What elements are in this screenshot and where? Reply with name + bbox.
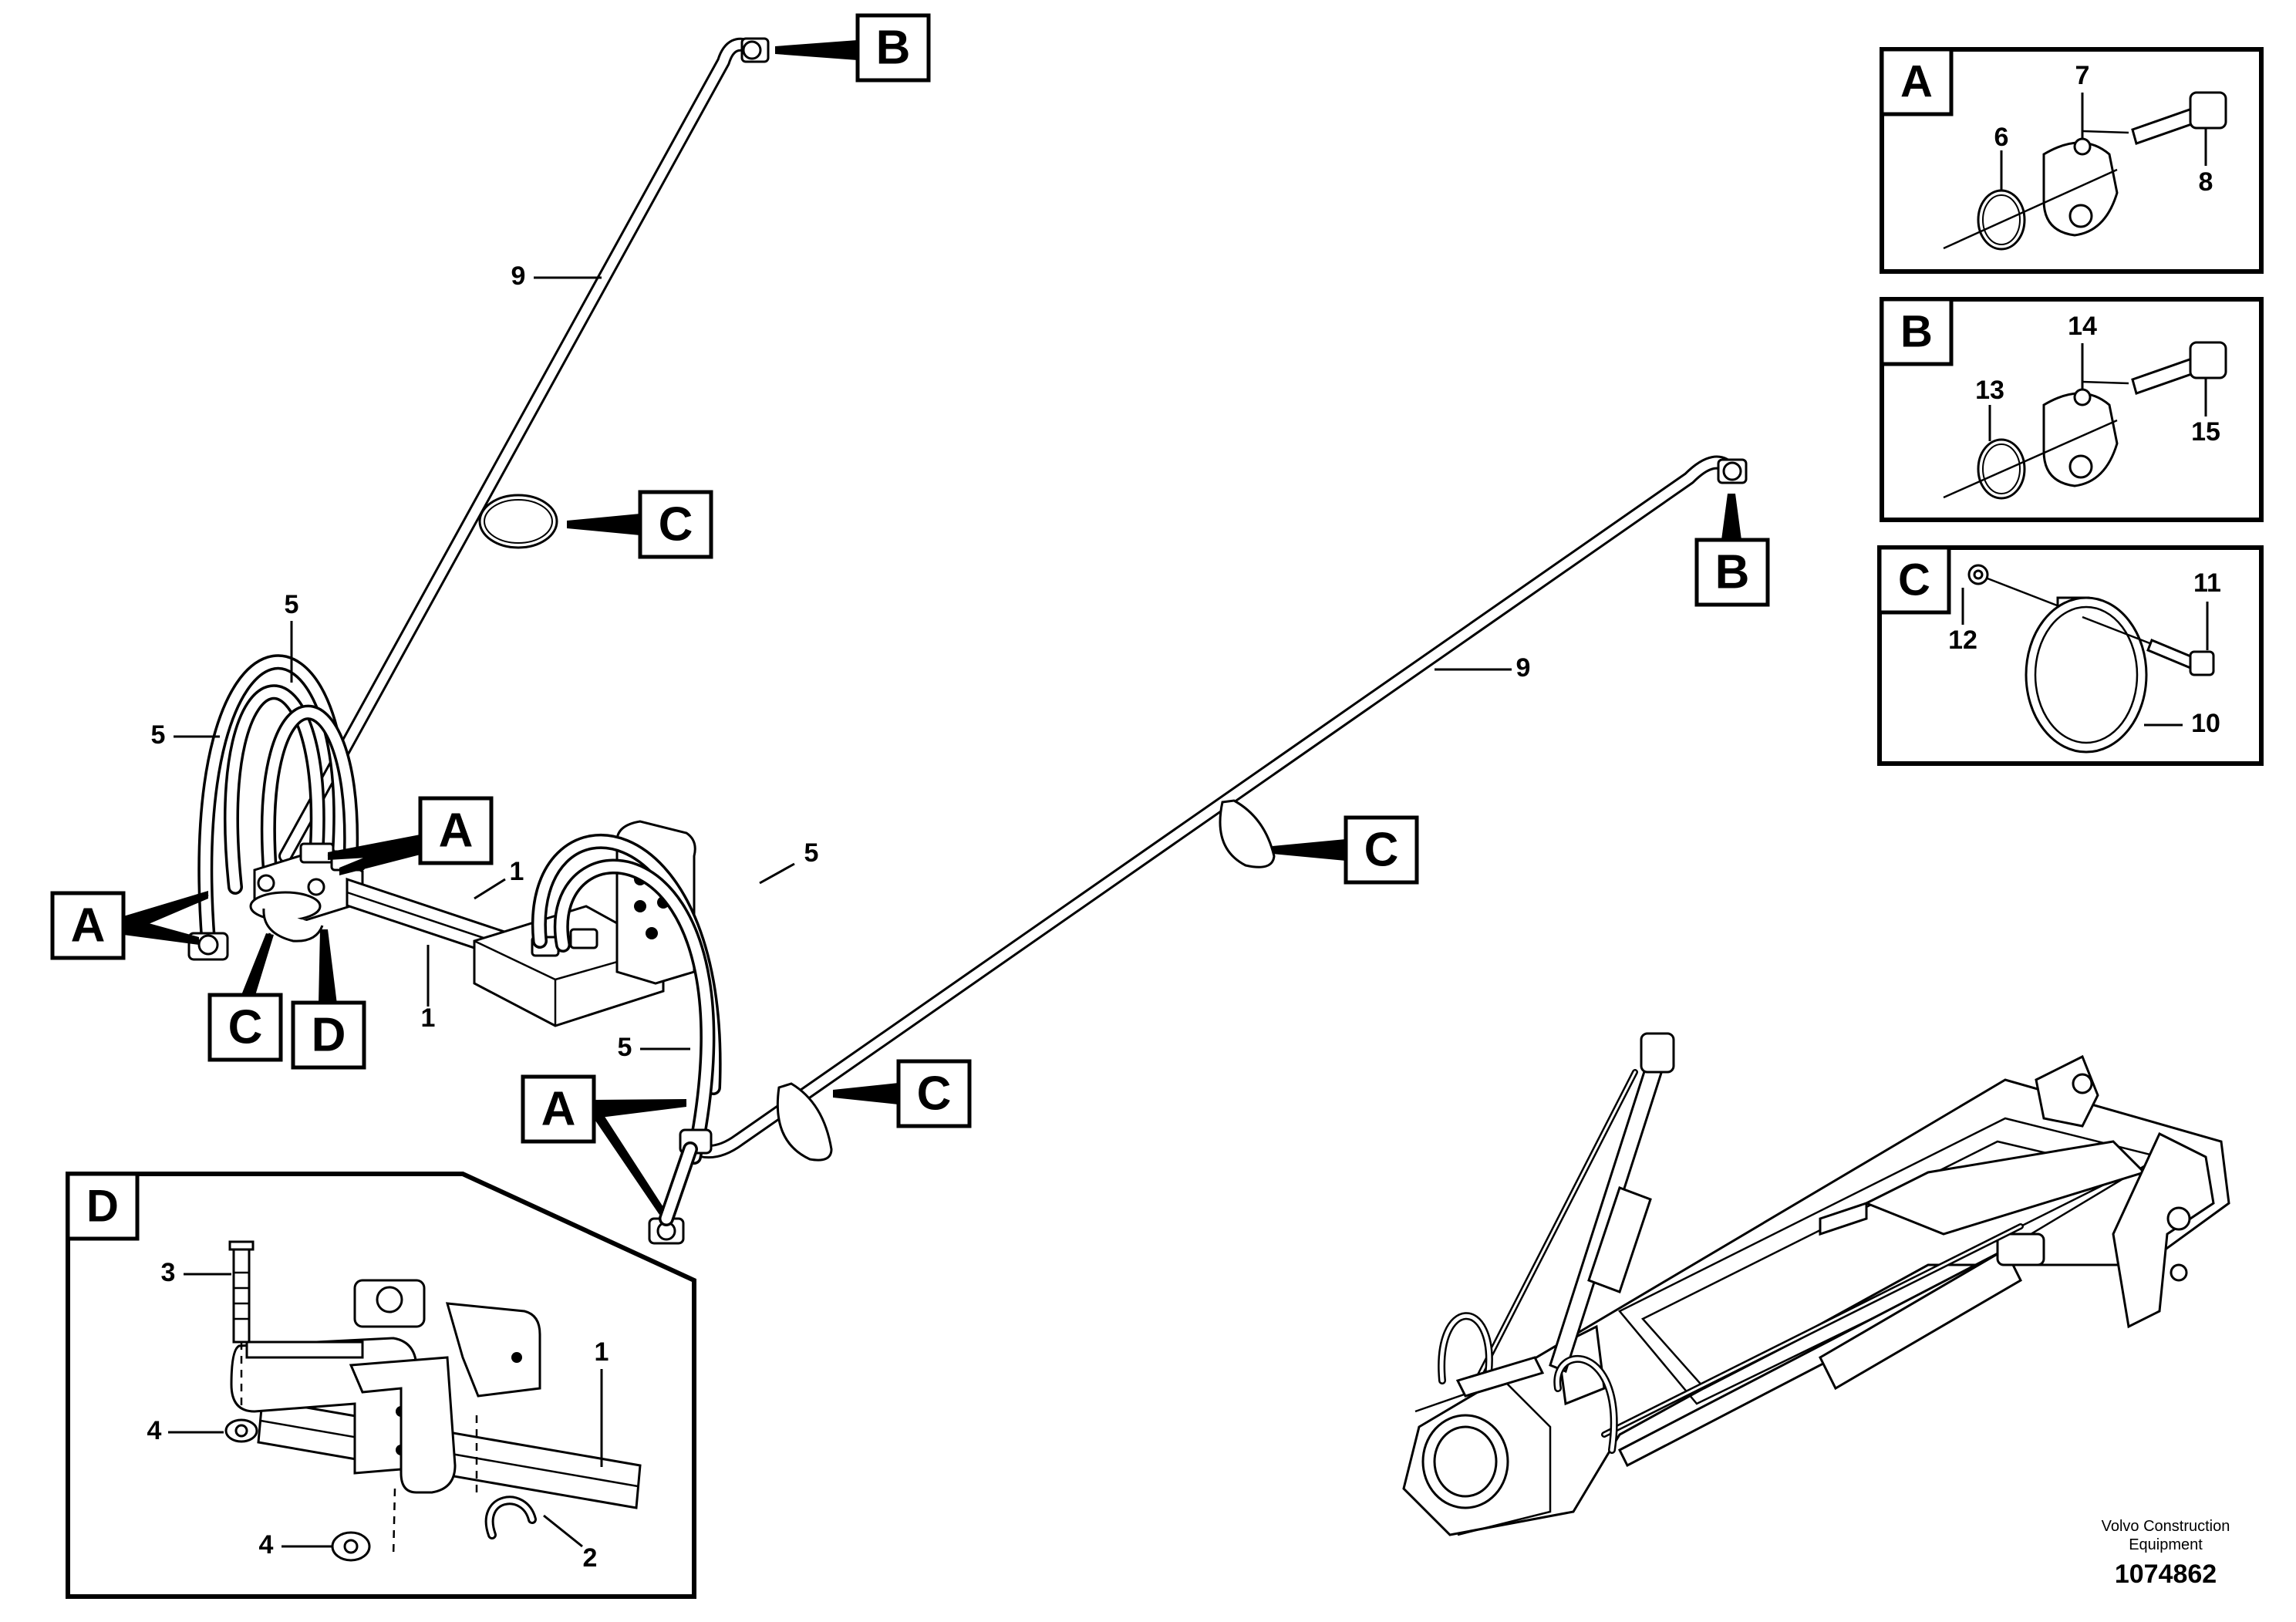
panel-letter: A [1900,57,1933,107]
part-number-5-right: 5 [804,838,819,868]
label-11: 11 [2193,568,2221,598]
callout-a-middle: A [418,796,494,865]
part-number-9-top: 9 [511,261,526,291]
right-hoses [531,834,722,1245]
o-ring-6 [1977,189,2026,251]
callout-a-left: A [50,891,126,960]
panel-letter: C [1898,555,1930,605]
label-13: 13 [1975,376,2004,405]
part-number-labels: 9 9 5 5 5 5 1 1 [151,261,1531,1062]
clamp-upper [478,494,558,549]
hose-end-fitting [648,1128,713,1245]
panel-letter: D [86,1182,119,1232]
pipe-end-fitting [1717,458,1748,484]
label-14: 14 [2068,312,2097,341]
label-1: 1 [595,1337,609,1367]
valve-block [249,842,366,926]
part-number-1-lower: 1 [421,1003,436,1033]
left-hoses [187,654,359,961]
label-12: 12 [1948,626,1977,655]
callout-c-bottom: C [896,1059,972,1128]
callout-b-right: B [1694,538,1770,607]
callout-letter: C [917,1067,952,1121]
label-6: 6 [1994,123,2009,152]
callout-letter: A [439,804,474,858]
drawing-number: 1074862 [2115,1560,2217,1589]
clamp-left-lower [262,908,324,943]
label-10: 10 [2191,709,2220,738]
o-ring-13 [1977,438,2026,500]
part-number-5-left: 5 [151,720,166,750]
label-8: 8 [2199,167,2213,197]
label-7: 7 [2075,61,2090,90]
callout-c-left: C [207,993,283,1062]
callout-letter: A [71,899,106,953]
panel-letter: B [1900,307,1933,357]
pipe-end-fitting [740,37,770,63]
detail-panel-c: C 12 11 10 [1877,545,2264,766]
label-4-lower: 4 [259,1530,274,1560]
label-3: 3 [161,1258,176,1287]
callout-letter: C [228,1001,263,1054]
clamp-right-middle [1219,799,1276,868]
callout-letter: C [1364,824,1399,877]
callout-c-right-middle: C [1344,815,1419,885]
part-number-9-right: 9 [1516,653,1531,683]
detail-panel-d: D [66,1172,696,1599]
nut-4-upper [224,1418,258,1443]
left-pipe-9 [278,37,770,863]
bolt-3 [228,1240,255,1251]
callout-letter: B [876,22,911,75]
detail-panel-b: B 13 14 15 [1880,297,2264,522]
callout-a-bottom: A [521,1074,596,1144]
label-15: 15 [2191,417,2220,447]
part-number-5-top: 5 [285,590,299,619]
clamp-half [349,1356,457,1494]
company-name-line2: Equipment [2129,1536,2203,1553]
part-number-5-bottom: 5 [618,1033,632,1062]
callout-c-upper: C [638,490,713,559]
label-4-upper: 4 [147,1416,162,1445]
company-name-line1: Volvo Construction [2102,1518,2230,1535]
callout-letter: A [541,1083,576,1136]
nut-4-lower [331,1488,396,1562]
clamp-right-lower [776,1082,833,1162]
callout-letter: D [312,1009,346,1062]
detail-panel-a: A 6 7 8 [1880,47,2264,274]
main-assembly [187,37,1748,1245]
callout-letter: C [659,498,693,551]
clamp-ring-10 [2025,596,2148,754]
callout-d-left: D [291,1000,366,1070]
footer: Volvo Construction Equipment 1074862 [2102,1518,2230,1589]
part-number-1-upper: 1 [510,857,524,886]
machine-overview [1402,1032,2230,1536]
u-bolt-2 [475,1415,537,1539]
label-2: 2 [583,1543,598,1573]
callout-letter: B [1715,546,1750,599]
arrowheads [123,40,1741,1215]
callout-b-top: B [855,13,931,83]
